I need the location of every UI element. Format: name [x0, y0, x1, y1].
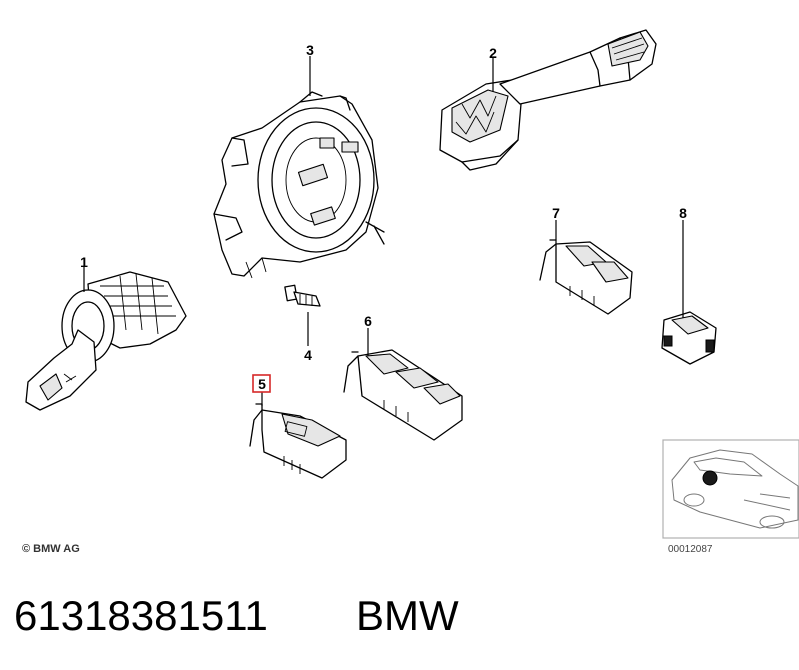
callout-4: 4 — [304, 347, 312, 363]
part-number: 61318381511 — [14, 592, 268, 639]
reference-code: 00012087 — [668, 544, 713, 555]
part-2-stalk-switch[interactable] — [439, 29, 657, 171]
part-5-switch[interactable] — [249, 403, 347, 479]
location-marker-dot — [702, 470, 718, 486]
callout-3: 3 — [306, 42, 314, 58]
part-8-switch[interactable] — [661, 311, 717, 365]
callout-5-highlight — [252, 374, 271, 393]
part-4-pin[interactable] — [284, 284, 321, 307]
callout-6: 6 — [364, 313, 372, 329]
callout-7: 7 — [552, 205, 560, 221]
brand-name: BMW — [356, 592, 459, 639]
callout-8: 8 — [679, 205, 687, 221]
part-3-slip-ring[interactable] — [213, 91, 385, 279]
car-locator-inset — [662, 439, 799, 539]
leader-lines — [83, 56, 684, 406]
part-6-switch-block[interactable] — [343, 349, 463, 441]
part-1-cruise-stalk[interactable] — [25, 271, 187, 411]
copyright-text: © BMW AG — [22, 543, 80, 555]
callout-1: 1 — [80, 254, 88, 270]
part-7-switch-block[interactable] — [539, 239, 633, 315]
callout-2: 2 — [489, 45, 497, 61]
callout-5: 5 — [258, 376, 266, 392]
